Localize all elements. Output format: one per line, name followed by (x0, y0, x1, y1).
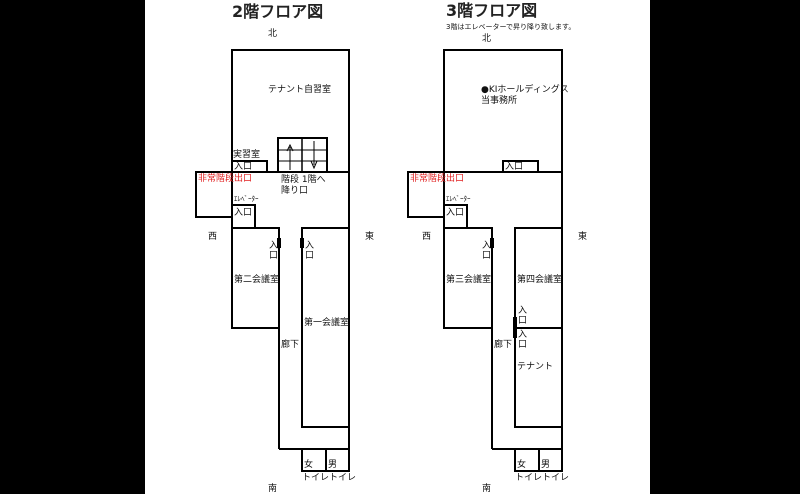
south-label: 南 (268, 484, 278, 494)
floor2-title: 2階フロア図 (232, 2, 324, 21)
east-label: 東 (365, 232, 375, 242)
toilet-label: トイレトイレ (302, 473, 357, 483)
room2-entrance: 入口 (269, 241, 279, 261)
room4-label: 第四会議室 (517, 275, 563, 285)
emergency-exit: 非常階段出口 (198, 174, 253, 184)
west-label: 西 (422, 232, 432, 242)
elevator-label: ｴﾚﾍﾞｰﾀｰ (234, 195, 259, 203)
elevator-entrance: 入口 (446, 208, 465, 218)
office-label-2: 当事務所 (481, 96, 518, 106)
stairs-label: 階段 1階へ (281, 175, 326, 185)
floor3-walls (407, 49, 563, 472)
stairs-label-2: 降り口 (281, 186, 309, 196)
toilet-men: 男 (541, 460, 551, 470)
toilet-men: 男 (328, 460, 338, 470)
corridor-label: 廊下 (281, 340, 300, 350)
corridor-label: 廊下 (494, 340, 513, 350)
room1-entrance: 入口 (305, 241, 315, 261)
floor3-title: 3階フロア図 (446, 1, 538, 20)
north-label: 北 (482, 34, 492, 44)
elevator-entrance: 入口 (234, 208, 253, 218)
south-label: 南 (482, 484, 492, 494)
tenant-label: テナント (517, 362, 554, 372)
floor2-walls (195, 49, 350, 472)
east-label: 東 (578, 232, 588, 242)
emergency-exit: 非常階段出口 (410, 174, 465, 184)
toilet-women: 女 (304, 460, 314, 470)
office-label: ●KIホールディングス (481, 85, 569, 95)
office-entrance: 入口 (505, 162, 524, 172)
floor3-note: 3階はエレベーターで昇り降り致します。 (446, 23, 576, 31)
floor-plan-canvas (145, 0, 650, 494)
room3-label: 第三会議室 (446, 275, 492, 285)
room3-entrance: 入口 (482, 241, 492, 261)
elevator-label: ｴﾚﾍﾞｰﾀｰ (446, 195, 471, 203)
tenant-study-room: テナント自習室 (268, 85, 332, 95)
down-arrow-icon (310, 141, 318, 170)
up-arrow-icon (286, 143, 294, 170)
toilet-women: 女 (517, 460, 527, 470)
toilet-label: トイレトイレ (515, 473, 570, 483)
room2-label: 第二会議室 (234, 275, 280, 285)
practice-room-entrance: 入口 (234, 162, 253, 172)
room4-entrance: 入口 (518, 306, 528, 326)
practice-room: 実習室 (233, 150, 261, 160)
tenant-entrance: 入口 (518, 330, 528, 350)
west-label: 西 (208, 232, 218, 242)
north-label: 北 (268, 29, 278, 39)
room1-label: 第一会議室 (304, 318, 350, 328)
